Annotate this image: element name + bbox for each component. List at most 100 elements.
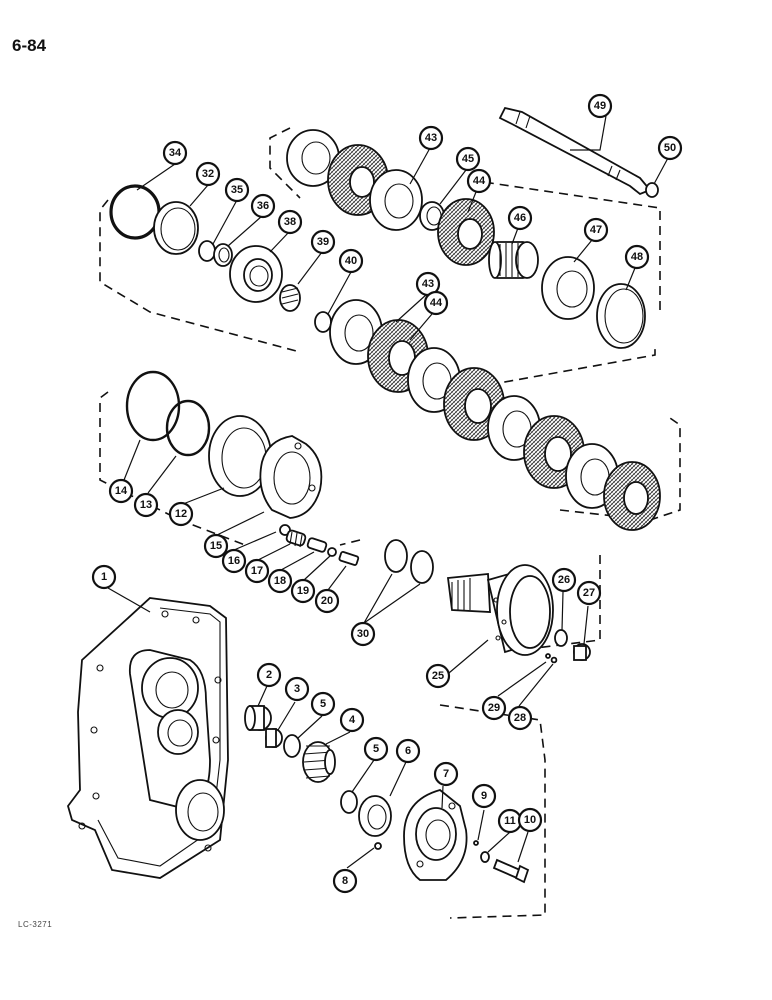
svg-text:43: 43 [422, 278, 434, 290]
o-ring-13 [165, 399, 211, 457]
bolt-10 [492, 858, 530, 884]
svg-text:12: 12 [175, 508, 187, 520]
svg-text:45: 45 [462, 153, 474, 165]
svg-text:1: 1 [101, 571, 107, 583]
clutch-drum-25 [446, 564, 554, 656]
svg-text:10: 10 [524, 814, 536, 826]
svg-text:28: 28 [514, 712, 526, 724]
callout-13: 13 [133, 492, 159, 518]
bearing-2 [244, 705, 272, 731]
bearing-6 [358, 795, 392, 837]
svg-text:44: 44 [430, 297, 443, 309]
svg-text:26: 26 [558, 574, 570, 586]
callout-46: 46 [507, 205, 533, 231]
seal-ring-30a [384, 539, 408, 573]
spring-39 [279, 284, 301, 312]
snap-ring-50 [645, 182, 659, 198]
callout-27: 27 [576, 580, 602, 606]
svg-text:5: 5 [373, 743, 379, 755]
callout-26: 26 [551, 567, 577, 593]
svg-text:15: 15 [210, 540, 222, 552]
callout-5-lower: 5 [363, 736, 389, 762]
svg-text:43: 43 [425, 132, 437, 144]
valve-18 [306, 537, 328, 553]
ball-19 [327, 547, 337, 557]
callout-38: 38 [277, 209, 303, 235]
ball-28 [550, 656, 558, 664]
ring-35 [198, 240, 216, 262]
callout-39: 39 [310, 229, 336, 255]
svg-text:17: 17 [251, 565, 263, 577]
callout-10: 10 [517, 807, 543, 833]
svg-text:39: 39 [317, 236, 329, 248]
cover-plate-15 [259, 435, 323, 519]
callout-49: 49 [587, 93, 613, 119]
svg-text:40: 40 [345, 255, 357, 267]
callout-8: 8 [332, 868, 358, 894]
svg-text:46: 46 [514, 212, 526, 224]
clutch-plate-steel-47 [541, 256, 595, 320]
callout-45: 45 [455, 146, 481, 172]
ball-29 [545, 653, 551, 659]
svg-text:11: 11 [504, 815, 516, 827]
callout-19: 19 [290, 578, 316, 604]
svg-text:34: 34 [169, 147, 182, 159]
callout-44-top: 44 [466, 168, 492, 194]
hub-46 [488, 241, 539, 279]
svg-text:3: 3 [294, 683, 300, 695]
callout-9: 9 [471, 783, 497, 809]
callout-43-mid: 43 [415, 271, 441, 297]
svg-text:27: 27 [583, 587, 595, 599]
svg-text:36: 36 [257, 200, 269, 212]
ball-8 [374, 842, 382, 850]
callout-43-top: 43 [418, 125, 444, 151]
assembly-bracket-lower [339, 539, 601, 919]
svg-text:2: 2 [266, 669, 272, 681]
svg-text:13: 13 [140, 499, 152, 511]
svg-text:49: 49 [594, 100, 606, 112]
svg-text:47: 47 [590, 224, 602, 236]
svg-text:16: 16 [228, 555, 240, 567]
callout-44-mid: 44 [423, 290, 449, 316]
plug-20 [338, 551, 360, 566]
callout-25: 25 [425, 663, 451, 689]
bushing-27 [573, 643, 591, 661]
ring-40 [314, 311, 332, 333]
seal-ring-30b [410, 550, 434, 584]
callout-48: 48 [624, 244, 650, 270]
pinion-gear-4 [302, 741, 336, 783]
snap-ring-5b [340, 790, 358, 814]
o-ring-14 [125, 370, 181, 442]
svg-text:50: 50 [664, 142, 676, 154]
svg-text:7: 7 [443, 768, 449, 780]
piston-38 [229, 245, 283, 303]
callout-47: 47 [583, 217, 609, 243]
callout-7: 7 [433, 761, 459, 787]
seal-12 [208, 415, 272, 497]
svg-text:4: 4 [349, 714, 356, 726]
assembly-bracket-upper [99, 199, 656, 391]
svg-text:35: 35 [231, 184, 243, 196]
svg-text:29: 29 [488, 702, 500, 714]
bushing-3 [265, 728, 283, 748]
svg-text:9: 9 [481, 790, 487, 802]
svg-text:44: 44 [473, 175, 486, 187]
callout-20: 20 [314, 588, 340, 614]
ball-9 [473, 840, 479, 846]
callout-6: 6 [395, 738, 421, 764]
seal-ring-32 [153, 201, 199, 255]
svg-text:19: 19 [297, 585, 309, 597]
svg-text:48: 48 [631, 251, 643, 263]
clutch-plate-steel-top-1 [286, 129, 340, 187]
callout-32: 32 [195, 161, 221, 187]
callout-34: 34 [162, 140, 188, 166]
transmission-housing-1 [67, 597, 229, 879]
washer-26 [554, 629, 568, 647]
callout-40: 40 [338, 248, 364, 274]
snap-ring-48 [596, 283, 646, 349]
ring-36 [213, 243, 233, 267]
callout-14: 14 [108, 478, 134, 504]
clutch-plate-friction-top-2 [437, 198, 495, 266]
